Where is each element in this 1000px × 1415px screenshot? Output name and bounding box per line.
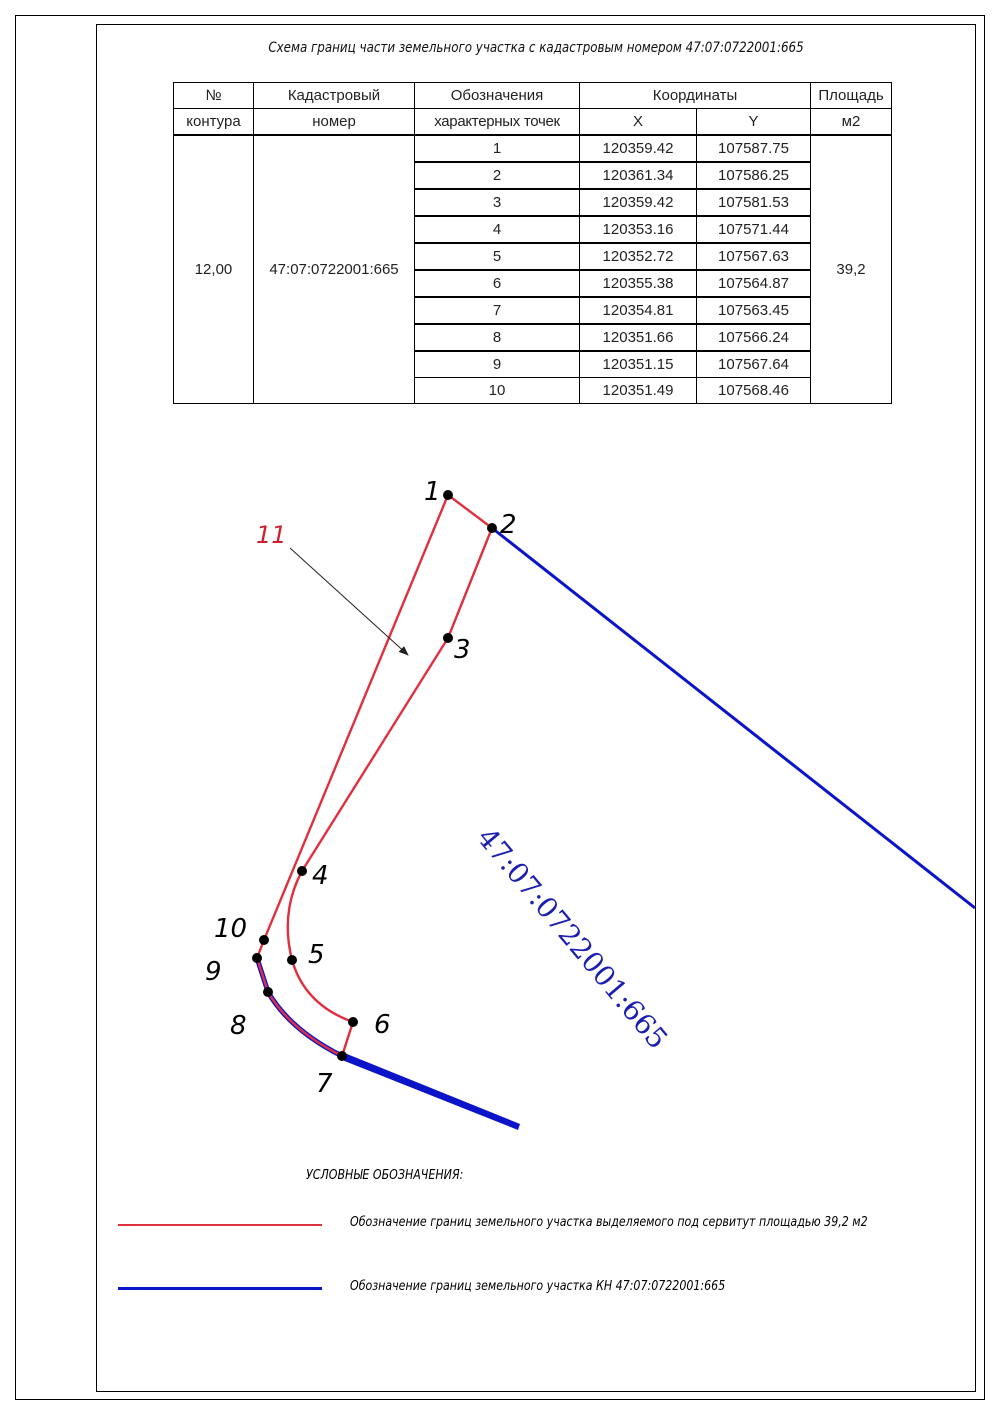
parcel-boundary-line xyxy=(491,526,976,910)
outer-frame xyxy=(15,15,985,1400)
legend-swatch-parcel xyxy=(118,1287,322,1290)
page-title: Схема границ части земельного участка с … xyxy=(268,40,804,56)
point-y: 107587.75 xyxy=(696,134,811,163)
point-number: 8 xyxy=(414,323,580,352)
legend-text-parcel: Обозначение границ земельного участка КН… xyxy=(350,1279,726,1294)
table-row: 6 120355.38 107564.87 xyxy=(174,269,892,298)
boundary-point-1 xyxy=(443,490,453,500)
point-number: 1 xyxy=(414,134,580,163)
header-contour-number-2: контура xyxy=(173,108,254,136)
point-y: 107567.63 xyxy=(696,242,811,271)
point-y: 107566.24 xyxy=(696,323,811,352)
sheet-frame xyxy=(96,24,976,1392)
servitude-area-label: 11 xyxy=(256,521,287,549)
boundary-point-5 xyxy=(287,955,297,965)
point-x: 120352.72 xyxy=(579,242,697,271)
header-cadastral-number: Кадастровый xyxy=(253,82,415,109)
point-y: 107564.87 xyxy=(696,269,811,298)
point-x: 120359.42 xyxy=(579,188,697,217)
point-label-2: 2 xyxy=(500,510,517,540)
point-y: 107586.25 xyxy=(696,161,811,190)
boundary-point-7 xyxy=(337,1051,347,1061)
parcel-boundary-thick-segment xyxy=(342,1052,520,1130)
legend-text-servitude: Обозначение границ земельного участка вы… xyxy=(350,1215,868,1230)
point-label-7: 7 xyxy=(316,1069,333,1099)
header-x: X xyxy=(579,108,697,136)
point-label-6: 6 xyxy=(374,1010,391,1040)
table-header-row: № Кадастровый Обозначения Координаты Пло… xyxy=(173,82,892,109)
header-area-unit: м2 xyxy=(810,108,892,136)
point-label-8: 8 xyxy=(230,1011,247,1041)
point-y: 107568.46 xyxy=(696,377,811,404)
coordinates-table: № Кадастровый Обозначения Координаты Пло… xyxy=(173,82,892,404)
point-label-3: 3 xyxy=(454,635,471,665)
table-row: 4 120353.16 107571.44 xyxy=(174,215,892,244)
header-contour-number: № xyxy=(173,82,254,109)
point-label-9: 9 xyxy=(205,957,222,987)
boundary-point-6 xyxy=(348,1017,358,1027)
point-label-4: 4 xyxy=(312,861,329,891)
area-leader-arrow xyxy=(289,547,409,656)
servitude-boundary xyxy=(255,493,494,1058)
boundary-point-10 xyxy=(259,935,269,945)
cadastral-number-cell: 47:07:0722001:665 xyxy=(253,134,415,404)
parcel-cadastral-label: 47:07:0722001:665 xyxy=(471,821,675,1055)
point-x: 120361.34 xyxy=(579,161,697,190)
point-x: 120351.66 xyxy=(579,323,697,352)
header-area: Площадь xyxy=(810,82,892,109)
point-y: 107581.53 xyxy=(696,188,811,217)
servitude-boundary-inner-arc xyxy=(256,957,343,1057)
boundary-point-3 xyxy=(443,633,453,643)
boundary-point-2 xyxy=(487,523,497,533)
boundary-point-8 xyxy=(263,987,273,997)
header-y: Y xyxy=(696,108,811,136)
point-label-5: 5 xyxy=(308,940,325,970)
point-number: 4 xyxy=(414,215,580,244)
point-label-10: 10 xyxy=(214,914,247,944)
table-row: 8 120351.66 107566.24 xyxy=(174,323,892,352)
area-cell: 39,2 xyxy=(810,134,892,404)
table-row: 3 120359.42 107581.53 xyxy=(174,188,892,217)
point-label-1: 1 xyxy=(424,477,441,507)
legend-title: УСЛОВНЫЕ ОБОЗНАЧЕНИЯ: xyxy=(306,1168,464,1183)
parcel-boundary-arc xyxy=(254,957,344,1059)
table-header-row: контура номер характерных точек X Y м2 xyxy=(173,108,892,136)
point-y: 107567.64 xyxy=(696,350,811,378)
table-row: 5 120352.72 107567.63 xyxy=(174,242,892,271)
table-row: 12,00 47:07:0722001:665 1 120359.42 1075… xyxy=(173,134,892,404)
table-row: 10 120351.49 107568.46 xyxy=(174,377,892,404)
legend-swatch-servitude xyxy=(118,1224,322,1226)
boundary-point-9 xyxy=(252,953,262,963)
boundary-point-4 xyxy=(297,866,307,876)
point-x: 120359.42 xyxy=(579,134,697,163)
point-number: 10 xyxy=(414,377,580,404)
header-points: Обозначения xyxy=(414,82,580,109)
